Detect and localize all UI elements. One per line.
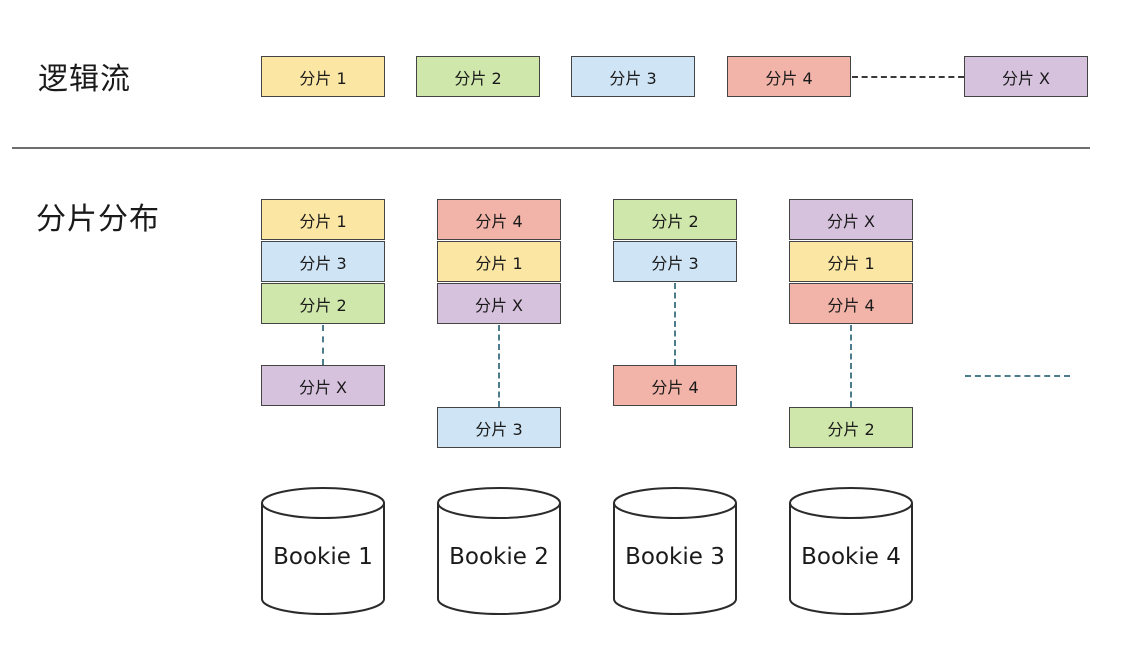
bookie3-gap-connector — [674, 283, 676, 365]
bookie1-gap-connector — [322, 325, 324, 365]
bookie1-segment: 分片 3 — [261, 241, 385, 282]
segment-distribution-label: 分片分布 — [36, 202, 160, 237]
bookie4-segment: 分片 1 — [789, 241, 913, 282]
stream-ellipsis-connector — [852, 76, 964, 78]
bookie1-segment: 分片 X — [261, 365, 385, 406]
bookie2-segment: 分片 X — [437, 283, 561, 324]
bookie1-storage-cylinder: Bookie 1 — [260, 486, 386, 616]
bookie2-segment: 分片 1 — [437, 241, 561, 282]
bookie3-segment: 分片 2 — [613, 199, 737, 240]
bookie1-segment: 分片 1 — [261, 199, 385, 240]
stream-segment-4: 分片 4 — [727, 56, 851, 97]
bookie2-segment: 分片 3 — [437, 407, 561, 448]
bookie3-storage-cylinder: Bookie 3 — [612, 486, 738, 616]
bookie1-label: Bookie 1 — [273, 544, 373, 570]
stream-segment-3: 分片 3 — [571, 56, 695, 97]
bookie2-segment: 分片 4 — [437, 199, 561, 240]
bookie4-segment: 分片 X — [789, 199, 913, 240]
bookie2-storage-cylinder: Bookie 2 — [436, 486, 562, 616]
stream-segment-1: 分片 1 — [261, 56, 385, 97]
bookie4-storage-cylinder: Bookie 4 — [788, 486, 914, 616]
bookie3-segment: 分片 3 — [613, 241, 737, 282]
stream-segment-x: 分片 X — [964, 56, 1088, 97]
bookie2-label: Bookie 2 — [449, 544, 549, 570]
stream-segment-2: 分片 2 — [416, 56, 540, 97]
section-divider — [12, 147, 1090, 149]
logical-stream-label: 逻辑流 — [38, 62, 131, 97]
bookie2-gap-connector — [498, 325, 500, 407]
bookie1-segment: 分片 2 — [261, 283, 385, 324]
more-bookies-ellipsis — [965, 375, 1070, 377]
bookie3-segment: 分片 4 — [613, 365, 737, 406]
bookie4-gap-connector — [850, 325, 852, 407]
bookie4-label: Bookie 4 — [801, 544, 901, 570]
bookie4-segment: 分片 2 — [789, 407, 913, 448]
bookie3-label: Bookie 3 — [625, 544, 725, 570]
bookie4-segment: 分片 4 — [789, 283, 913, 324]
